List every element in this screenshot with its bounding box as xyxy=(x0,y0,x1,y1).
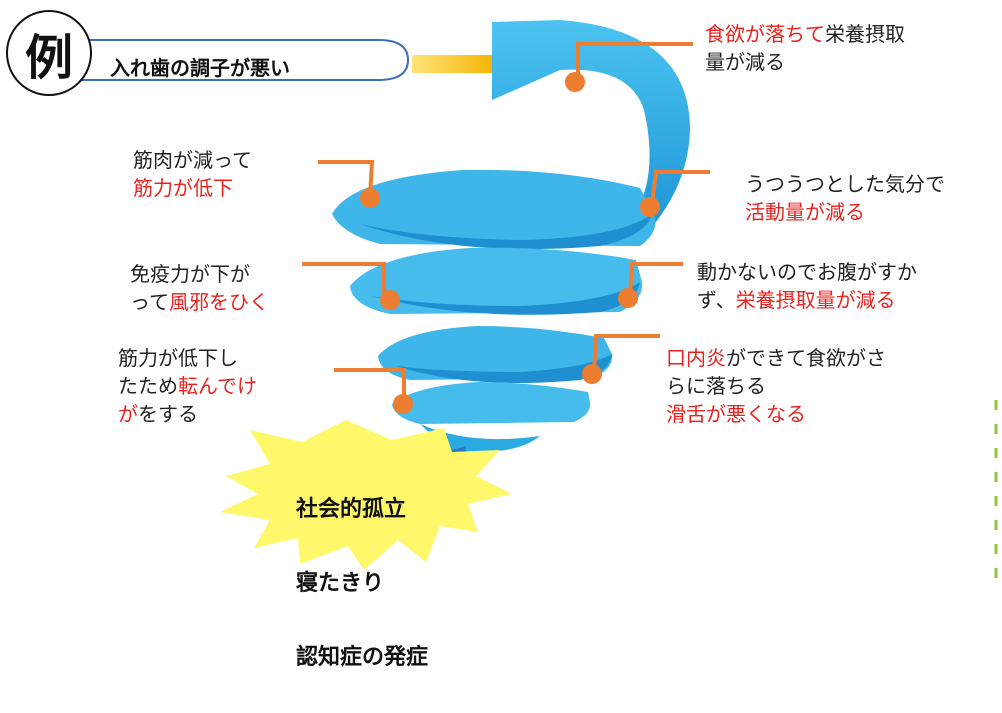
stage-text-segment: 動かないのでお腹がすか ず、 xyxy=(697,260,917,312)
stage-text-segment: 食欲が落ちて xyxy=(705,22,825,46)
outcome-line: 認知症の発症 xyxy=(296,645,429,670)
stage-text-segment: 筋力が低下し たため xyxy=(118,346,238,398)
outcome-line: 寝たきり xyxy=(296,571,385,596)
stage-label-stomatitis: 口内炎ができて食欲がさ らに落ちる 滑舌が悪くなる xyxy=(666,344,886,428)
connector-dot-muscle xyxy=(360,188,380,208)
outcome-text: 社会的孤立 寝たきり 認知症の発症 xyxy=(296,454,428,713)
connector-dot-stomatitis xyxy=(582,364,602,384)
connector-dot-fall xyxy=(393,394,413,414)
stage-text-segment: うつうつとした気分で xyxy=(745,172,945,196)
stage-text-segment: 免疫力が下が って xyxy=(130,262,250,314)
stage-label-immunity: 免疫力が下が って風邪をひく xyxy=(130,260,269,316)
stage-text-segment: 筋肉が減って xyxy=(133,148,252,172)
stage-label-appetite: 食欲が落ちて栄養摂取 量が減る xyxy=(705,20,905,76)
stage-text-segment: 栄養摂取 量が減る xyxy=(705,22,905,74)
stage-text-segment: 栄養摂取量が減る xyxy=(735,288,896,312)
trigger-text: 入れ歯の調子が悪い xyxy=(110,56,290,80)
connector-dot-mood xyxy=(640,197,660,217)
stage-text-segment: 活動量が減る xyxy=(745,200,865,224)
stage-label-muscle: 筋肉が減って 筋力が低下 xyxy=(133,146,252,202)
trigger-callout xyxy=(65,39,410,81)
connector-dots xyxy=(360,72,660,414)
stage-label-fall: 筋力が低下し たため転んでけ がをする xyxy=(118,344,257,428)
stage-text-segment: をする xyxy=(138,402,198,426)
outcome-burst xyxy=(220,420,512,570)
spiral-ribbon xyxy=(332,20,690,460)
stage-text-segment: 転んでけ が xyxy=(118,374,257,426)
connectors xyxy=(302,42,710,402)
stage-text-segment: 口内炎 xyxy=(666,346,726,370)
stage-label-mood: うつうつとした気分で 活動量が減る xyxy=(745,170,945,226)
connector-dot-hunger xyxy=(618,288,638,308)
connector-dot-immunity xyxy=(380,290,400,310)
example-badge: 例 xyxy=(6,10,92,96)
stage-text-segment: ができて食欲がさ らに落ちる xyxy=(666,346,886,398)
stage-text-segment: 風邪をひく xyxy=(169,290,269,314)
vicious-cycle-diagram xyxy=(65,20,998,578)
outcome-line: 社会的孤立 xyxy=(296,497,407,522)
stage-text-segment: 筋力が低下 xyxy=(133,176,233,200)
connector-dot-appetite xyxy=(565,72,585,92)
stage-text-segment: 滑舌が悪くなる xyxy=(666,402,806,426)
stage-label-hunger: 動かないのでお腹がすか ず、栄養摂取量が減る xyxy=(697,258,917,314)
